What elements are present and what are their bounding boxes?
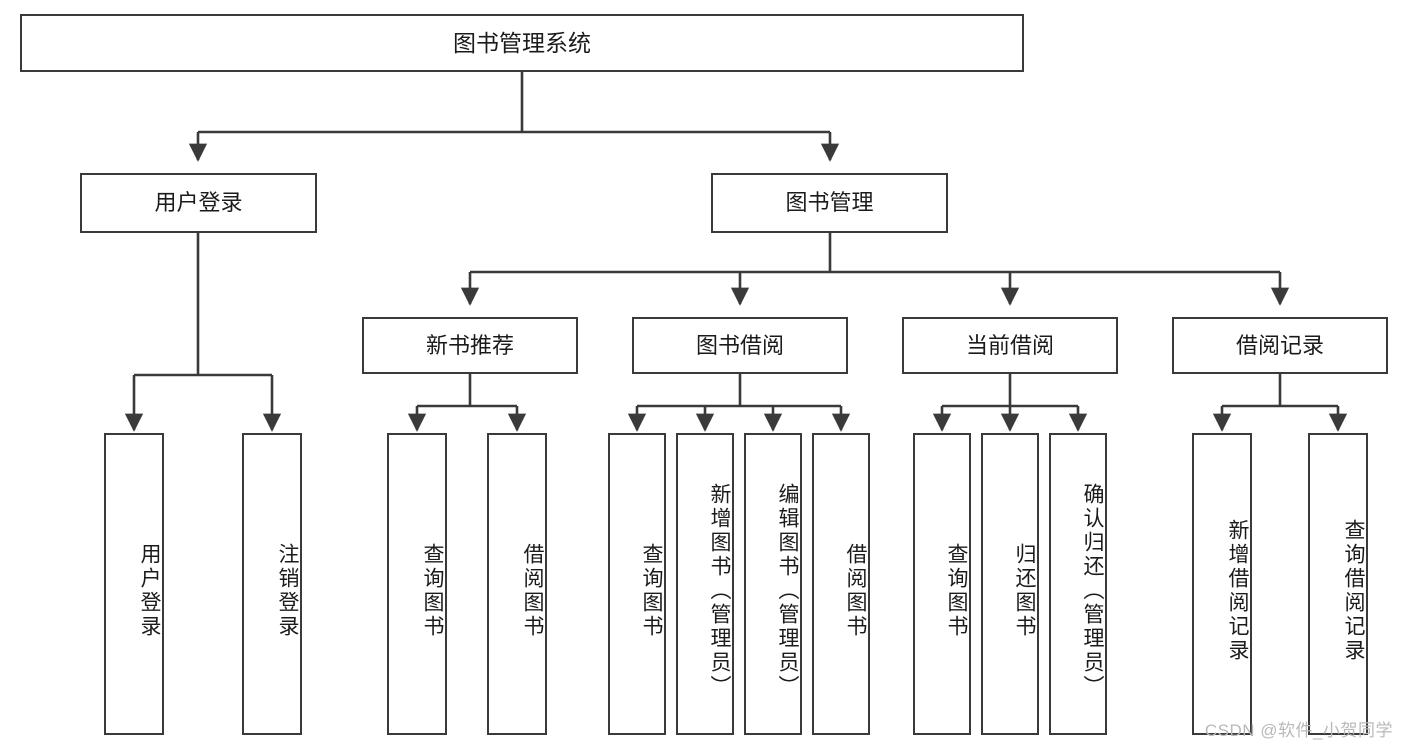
node-book-borrow[interactable]: 图书借阅 (632, 317, 848, 374)
node-book-management[interactable]: 图书管理 (711, 173, 948, 233)
csdn-watermark: CSDN @软件_小贺同学 (1204, 721, 1393, 740)
node-label: 查询图书 (640, 543, 663, 639)
node-label: 图书管理系统 (453, 29, 591, 56)
leaf-user-login-login[interactable]: 用户登录 (104, 433, 164, 735)
node-label: 借阅图书 (521, 543, 544, 639)
node-label: 图书管理 (785, 190, 874, 216)
node-label: 当前借阅 (965, 332, 1054, 358)
node-label: 查询借阅记录 (1342, 519, 1365, 663)
node-label: 编辑图书（管理员） (776, 483, 799, 699)
node-label: 注销登录 (276, 543, 299, 639)
node-borrow-records[interactable]: 借阅记录 (1172, 317, 1388, 374)
leaf-new-books-borrow[interactable]: 借阅图书 (487, 433, 547, 735)
leaf-book-borrow-edit[interactable]: 编辑图书（管理员） (744, 433, 802, 735)
node-label: 查询图书 (945, 543, 968, 639)
node-label: 借阅记录 (1235, 332, 1324, 358)
node-label: 确认归还（管理员） (1081, 483, 1104, 699)
node-label: 新增图书（管理员） (708, 483, 731, 699)
leaf-current-borrow-query[interactable]: 查询图书 (913, 433, 971, 735)
leaf-current-borrow-confirm[interactable]: 确认归还（管理员） (1049, 433, 1107, 735)
leaf-new-books-query[interactable]: 查询图书 (387, 433, 447, 735)
node-label: 新增借阅记录 (1226, 519, 1249, 663)
node-label: 用户登录 (154, 190, 243, 216)
node-root-system[interactable]: 图书管理系统 (20, 14, 1024, 72)
node-current-borrow[interactable]: 当前借阅 (902, 317, 1118, 374)
node-label: 新书推荐 (425, 332, 514, 358)
node-label: 归还图书 (1013, 543, 1036, 639)
leaf-records-add[interactable]: 新增借阅记录 (1192, 433, 1252, 735)
node-label: 查询图书 (421, 543, 444, 639)
leaf-user-login-logout[interactable]: 注销登录 (242, 433, 302, 735)
node-label: 借阅图书 (844, 543, 867, 639)
leaf-book-borrow-borrow[interactable]: 借阅图书 (812, 433, 870, 735)
node-new-book-recommend[interactable]: 新书推荐 (362, 317, 578, 374)
leaf-book-borrow-add[interactable]: 新增图书（管理员） (676, 433, 734, 735)
node-user-login[interactable]: 用户登录 (80, 173, 317, 233)
leaf-current-borrow-return[interactable]: 归还图书 (981, 433, 1039, 735)
node-label: 用户登录 (138, 543, 161, 639)
leaf-records-query[interactable]: 查询借阅记录 (1308, 433, 1368, 735)
node-label: 图书借阅 (695, 332, 784, 358)
leaf-book-borrow-query[interactable]: 查询图书 (608, 433, 666, 735)
